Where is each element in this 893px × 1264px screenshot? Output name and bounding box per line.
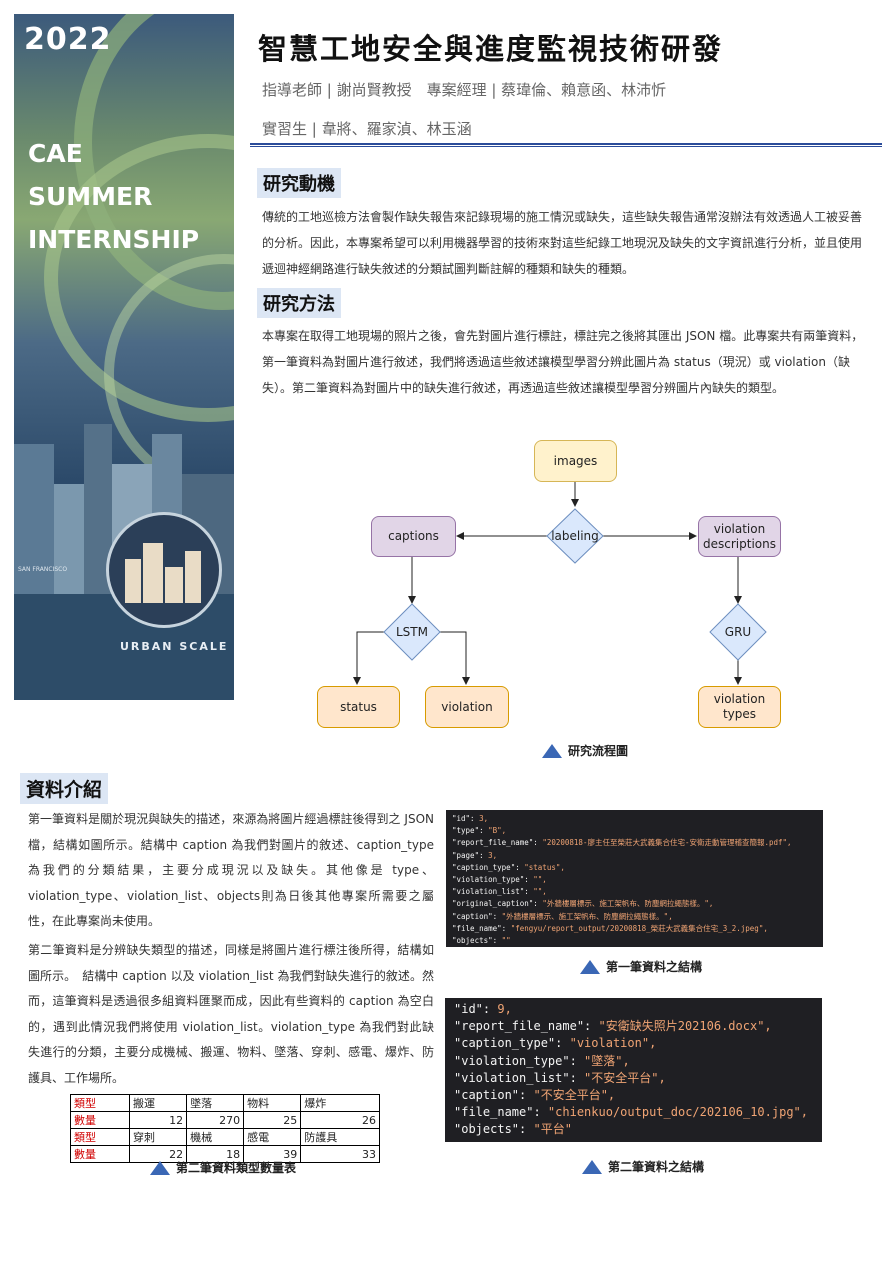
images-node: images (534, 440, 617, 482)
page-title: 智慧工地安全與進度監視技術研發 (258, 32, 724, 66)
table-cell: 數量 (70, 1145, 130, 1163)
table-cell: 搬運 (128, 1094, 188, 1112)
code-line: "violation_type": "", (452, 875, 547, 885)
code-line: "file_name": "chienkuo/output_doc/202106… (454, 1105, 809, 1120)
violation-node: violation (425, 686, 509, 728)
table-row: 類型 穿刺 機械 感電 防護具 (70, 1128, 380, 1146)
triangle-icon (542, 743, 562, 758)
poster-sign: SAN FRANCISCO (18, 566, 68, 573)
intern-line: 實習生 | 韋將、羅家湞、林玉涵 (262, 120, 472, 138)
json2-caption: 第二筆資料之結構 (582, 1158, 704, 1175)
table-row: 類型 搬運 墜落 物料 爆炸 (70, 1094, 380, 1112)
table-cell: 類型 (70, 1128, 130, 1146)
code-line: "objects": "平台" (454, 1122, 572, 1137)
method-text: 本專案在取得工地現場的照片之後，會先對圖片進行標註，標註完之後將其匯出 JSON… (262, 329, 864, 395)
json-structure-1: "id": 3, "type": "B", "report_file_name"… (446, 810, 823, 947)
data-intro-para1: 第一筆資料是關於現況與缺失的描述，來源為將圖片經過標註後得到之 JSON 檔，結… (28, 812, 434, 928)
violation-type-count-table: 類型 搬運 墜落 物料 爆炸 數量 12 270 25 26 類型 穿刺 機械 … (70, 1094, 380, 1163)
method-heading: 研究方法 (257, 288, 341, 318)
code-line: "type": "B", (452, 826, 507, 836)
table-cell: 26 (300, 1111, 380, 1129)
table-cell: 39 (243, 1145, 302, 1163)
json2-caption-text: 第二筆資料之結構 (608, 1160, 705, 1174)
violation-descriptions-node: violation descriptions (698, 516, 781, 557)
table-cell: 類型 (70, 1094, 130, 1112)
poster-title-line-3: INTERNSHIP (28, 225, 200, 254)
json1-caption-text: 第一筆資料之結構 (606, 960, 703, 974)
code-line: "id": 9, (454, 1002, 512, 1016)
table-cell: 33 (300, 1145, 380, 1163)
advisor-line: 指導老師 | 謝尚賢教授 專案經理 | 蔡瑋倫、賴意函、林沛忻 (262, 81, 667, 99)
code-line: "caption_type": "status", (452, 862, 565, 872)
triangle-icon (580, 959, 600, 974)
poster-title-line-1: CAE (28, 139, 83, 168)
cae-internship-poster: 2022 CAE SUMMER INTERNSHIP SAN FRANCISCO… (14, 14, 234, 700)
poster-title-line-2: SUMMER (28, 182, 153, 211)
table-row: 數量 22 18 39 33 (70, 1145, 380, 1163)
code-line: "objects": "" (452, 936, 511, 946)
table-row: 數量 12 270 25 26 (70, 1111, 380, 1129)
table-caption-text: 第二筆資料類型數量表 (176, 1161, 297, 1175)
code-line: "original_caption": "外牆樓層標示、施工架帆布、防塵網拉繩態… (452, 899, 714, 909)
motivation-heading: 研究動機 (257, 168, 341, 198)
buildings-logo-icon (106, 512, 222, 628)
code-line: "caption_type": "violation", (454, 1036, 657, 1051)
code-line: "report_file_name": "20200818-廖主任至榮莊大武義集… (452, 838, 792, 848)
table-cell: 270 (186, 1111, 245, 1129)
violation-types-node: violation types (698, 686, 781, 728)
labeling-label: labeling (551, 529, 599, 543)
gru-label: GRU (724, 625, 752, 639)
code-line: "page": 3, (452, 850, 498, 860)
triangle-icon (582, 1159, 602, 1174)
flowchart-caption: 研究流程圖 (542, 742, 628, 759)
code-line: "report_file_name": "安衛缺失照片202106.docx", (454, 1019, 772, 1034)
lstm-diamond (383, 603, 441, 661)
captions-node: captions (371, 516, 456, 557)
table-cell: 數量 (70, 1111, 130, 1129)
status-node: status (317, 686, 400, 728)
table-cell: 感電 (243, 1128, 302, 1146)
table-cell: 防護具 (300, 1128, 380, 1146)
lstm-label: LSTM (396, 625, 428, 639)
table-cell: 12 (128, 1111, 188, 1129)
code-line: "id": 3, (452, 814, 489, 823)
code-line: "violation_list": "不安全平台", (454, 1070, 666, 1085)
poster-year: 2022 (24, 22, 112, 57)
table-caption: 第二筆資料類型數量表 (150, 1159, 296, 1176)
header-divider (250, 143, 882, 147)
code-line: "caption": "外牆樓層標示、施工架帆布、防塵網拉繩態樣。", (452, 911, 673, 921)
code-line: "file_name": "fengyu/report_output/20200… (452, 923, 768, 933)
motivation-text: 傳統的工地巡檢方法會製作缺失報告來記錄現場的施工情況或缺失，這些缺失報告通常沒辦… (262, 210, 863, 276)
code-line: "violation_list": "", (452, 887, 547, 897)
labeling-diamond (546, 508, 604, 564)
data-intro-para2: 第二筆資料是分辨缺失類型的描述，同樣是將圖片進行標注後所得，結構如圖所示。 結構… (28, 943, 434, 1085)
table-cell: 物料 (243, 1094, 302, 1112)
table-cell: 墜落 (186, 1094, 245, 1112)
data-intro-heading: 資料介紹 (20, 773, 109, 804)
code-line: "caption": "不安全平台", (454, 1088, 616, 1103)
json-structure-2: "id": 9, "report_file_name": "安衛缺失照片2021… (445, 998, 822, 1142)
poster-title: CAE SUMMER INTERNSHIP (28, 132, 199, 261)
table-cell: 爆炸 (300, 1094, 380, 1112)
code-line: "violation_type": "墜落", (454, 1053, 630, 1068)
table-cell: 機械 (186, 1128, 245, 1146)
poster-tagline: URBAN SCALE (120, 640, 229, 653)
table-cell: 25 (243, 1111, 302, 1129)
table-cell: 穿刺 (128, 1128, 188, 1146)
json1-caption: 第一筆資料之結構 (580, 958, 702, 975)
triangle-icon (150, 1160, 170, 1175)
table-cell: 18 (186, 1145, 245, 1163)
flowchart-caption-text: 研究流程圖 (568, 744, 629, 758)
gru-diamond (709, 603, 767, 661)
